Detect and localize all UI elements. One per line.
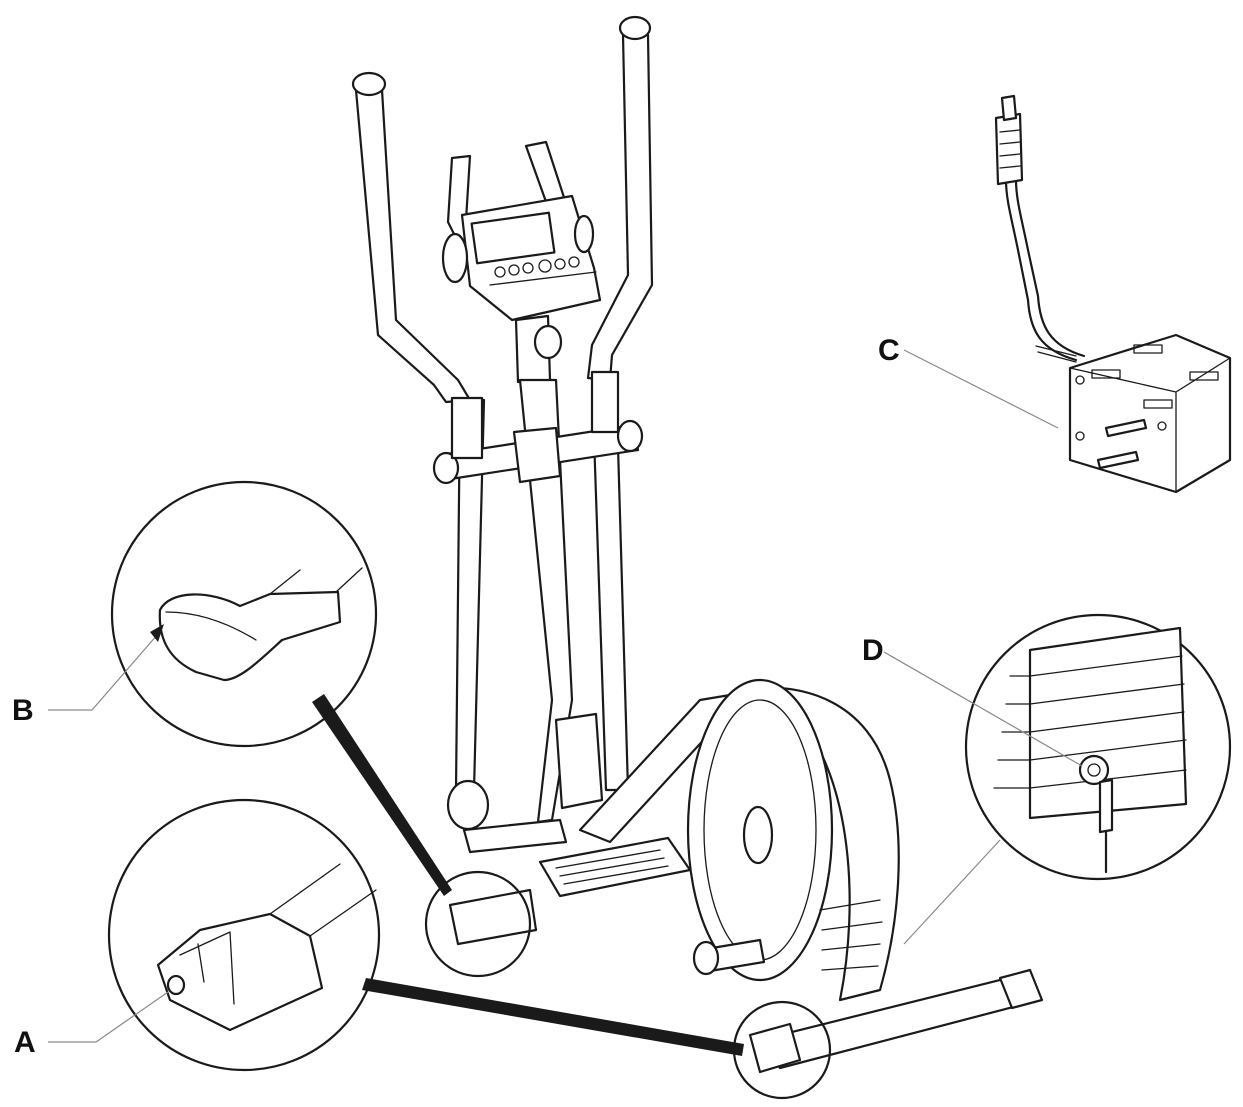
callout-label-d: D [862,634,884,667]
callout-a-group: A [14,798,832,1100]
right-moving-handlebar [586,15,654,382]
adapter-cable [994,94,1086,363]
callout-d-group: D [862,613,1232,945]
callout-label-c: C [878,334,900,367]
detail-ring-a-source [732,1000,832,1100]
detail-magnifier-b [110,480,378,748]
lower-arms [454,376,630,824]
console-mast [514,314,563,384]
callout-label-a: A [14,1026,36,1059]
callout-b-group: B [12,480,532,978]
crank-axle [692,938,766,976]
pedal-arm [446,779,568,854]
tension-knob [533,324,563,360]
callout-c-group: C [878,94,1232,494]
power-adapter [1068,333,1232,494]
console-display-screen [470,211,556,265]
detail-ring-b-source [424,870,532,978]
pedal-left [538,836,692,898]
console [441,194,602,322]
rear-stabilizer [748,968,1044,1074]
detail-d-housing-ribs [993,626,1188,874]
callout-d-leader [883,651,1083,767]
flywheel-housing [686,678,900,1002]
front-stabilizer [448,888,538,946]
pivot-crossbar [432,370,644,485]
detail-magnifier-d [964,613,1232,881]
callout-c-leader [903,349,1059,429]
detail-d-source-leader [903,839,1001,945]
console-buttons [494,256,580,278]
detail-b-foot-cap [158,567,363,682]
callout-label-b: B [12,694,34,727]
detail-a-foot-cap [156,863,377,1032]
detail-magnifier-a [107,798,381,1072]
adapter-plug [994,112,1024,186]
callout-b-leader [48,633,159,711]
elliptical-trainer [351,15,1044,1074]
power-jack [1078,754,1110,786]
callout-a-leader [48,991,169,1043]
flywheel-hub [742,805,774,865]
